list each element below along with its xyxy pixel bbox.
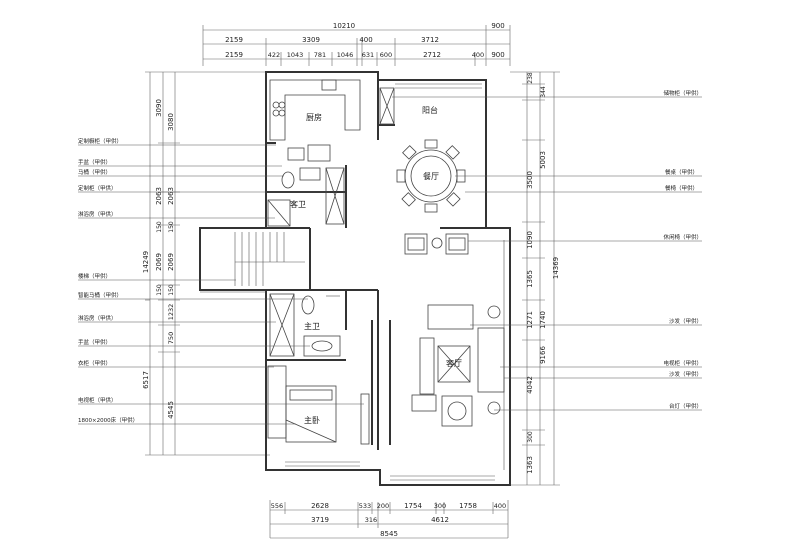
dim-bottom-1-6: 1758 (459, 502, 477, 510)
dim-bottom-2-1: 316 (365, 516, 377, 524)
dim-left-outer-0: 14249 (142, 251, 150, 273)
left-leaders: 定制橱柜（甲供） 手盆（甲供） 马桶（甲供） 定制柜（甲供） 淋浴房（甲供） 楼… (78, 137, 364, 425)
dim-top-3-9: 900 (491, 51, 504, 59)
dim-top-3-6: 600 (380, 51, 392, 59)
dim-right-inner-3: 3500 (526, 171, 534, 189)
dim-right-inner-5: 1365 (526, 270, 534, 288)
dim-left-mid-2: 150 (156, 221, 163, 233)
dim-bottom-2-2: 4612 (431, 516, 449, 524)
label-storage-cabinet: 储物柜（甲供） (663, 89, 702, 97)
dim-bottom-overall: 8545 (380, 530, 398, 538)
dim-right-inner-6: 1271 (526, 311, 534, 329)
dim-left-inner-0: 3080 (167, 113, 175, 131)
room-living: 客厅 (446, 358, 462, 368)
room-dining: 餐厅 (423, 172, 439, 181)
dim-bottom-1-3: 200 (377, 502, 389, 510)
dim-left-outer-1: 6517 (142, 371, 150, 389)
dim-bottom-1-4: 1754 (404, 502, 422, 510)
right-dimensions: 238 344 5003 3500 1090 1365 1271 1740 40… (510, 71, 560, 486)
dim-right-inner-10: 1363 (526, 456, 534, 474)
window-lines (200, 83, 505, 481)
bottom-dimensions: 556 2628 533 200 1754 300 1758 400 3719 … (269, 500, 509, 539)
dim-top-2-3: 3712 (421, 36, 439, 44)
label-table-lamp: 台灯（甲供） (669, 402, 702, 410)
dim-right-inner-2: 5003 (539, 151, 547, 169)
label-custom-cabinet-2: 定制柜（甲供） (78, 184, 117, 192)
label-wardrobe: 衣柜（甲供） (78, 359, 111, 367)
label-sofa-2: 沙发（甲供） (669, 370, 702, 378)
dim-right-outer-1: 9166 (539, 346, 547, 364)
label-toilet: 马桶（甲供） (78, 168, 111, 176)
dim-left-mid-4: 150 (156, 284, 163, 296)
dim-top-3-3: 781 (314, 51, 326, 59)
dim-right-inner-1: 344 (540, 86, 547, 98)
label-smart-toilet: 智能马桶（甲供） (78, 291, 122, 299)
label-basin-2: 手盆（甲供） (78, 338, 111, 346)
dim-right-inner-9: 300 (527, 431, 534, 443)
dim-bottom-1-1: 2628 (311, 502, 329, 510)
dim-left-inner-6: 750 (167, 332, 175, 344)
dim-top-3-5: 631 (362, 51, 374, 59)
label-shower-1: 淋浴房（甲供） (78, 210, 117, 218)
dim-left-inner-2: 150 (168, 221, 175, 233)
dim-bottom-1-5: 300 (434, 502, 446, 510)
label-basin-1: 手盆（甲供） (78, 158, 111, 166)
dim-bottom-1-7: 400 (494, 502, 506, 510)
dim-top-3-1: 422 (268, 51, 280, 59)
dim-overall-right: 900 (491, 22, 504, 30)
top-dimensions: 10210 900 2159 3309 400 3712 2159 422 10… (202, 22, 511, 66)
dim-top-3-0: 2159 (225, 51, 243, 59)
dim-left-inner-5: 1232 (167, 304, 175, 321)
dim-right-inner-0: 238 (527, 72, 534, 84)
label-leisure-chair: 休闲椅（甲供） (663, 233, 702, 241)
room-master-bedroom: 主卧 (304, 415, 320, 425)
dim-top-2-0: 2159 (225, 36, 243, 44)
label-stairs: 楼梯（甲供） (78, 272, 111, 280)
left-dimensions: 14249 6517 3090 2063 150 2069 150 3080 2… (142, 71, 270, 456)
label-shower-2: 淋浴房（甲供） (78, 314, 117, 322)
label-sofa-1: 沙发（甲供） (669, 317, 702, 325)
dim-right-inner-8: 4042 (526, 376, 534, 394)
dim-left-mid-1: 2063 (155, 187, 163, 205)
dim-top-3-4: 1046 (337, 51, 354, 59)
dim-right-inner-4: 1090 (526, 231, 534, 249)
room-balcony: 阳台 (422, 105, 438, 115)
room-labels: 厨房 阳台 餐厅 客卫 主卫 客厅 主卧 (290, 105, 462, 425)
dim-left-inner-7: 4545 (167, 401, 175, 419)
label-bed: 1800×2000床（甲供） (78, 416, 138, 424)
dim-left-inner-1: 2063 (167, 187, 175, 205)
label-dining-table: 餐桌（甲供） (665, 168, 698, 176)
dim-bottom-2-0: 3719 (311, 516, 329, 524)
dim-top-3-2: 1043 (287, 51, 304, 59)
dim-bottom-1-0: 556 (271, 502, 283, 510)
dim-top-2-1: 3309 (302, 36, 320, 44)
dim-right-inner-7: 1740 (539, 311, 547, 329)
walls (199, 71, 511, 486)
dim-left-mid-3: 2069 (155, 253, 163, 271)
dim-top-2-2: 400 (359, 36, 372, 44)
furniture (234, 79, 505, 445)
dim-top-3-7: 2712 (423, 51, 441, 59)
dim-right-outer-0: 14369 (552, 257, 560, 279)
dim-left-inner-4: 150 (168, 284, 175, 296)
room-master-bath: 主卫 (304, 321, 320, 331)
dim-left-mid-0: 3090 (155, 99, 163, 117)
dim-bottom-1-2: 533 (359, 502, 371, 510)
label-tv-cabinet-left: 电视柜（甲供） (78, 396, 117, 404)
room-guest-bath: 客卫 (290, 199, 306, 209)
right-leaders: 储物柜（甲供） 餐桌（甲供） 餐椅（甲供） 休闲椅（甲供） 沙发（甲供） 电视柜… (392, 89, 702, 411)
dim-overall: 10210 (333, 22, 355, 30)
label-custom-cabinet: 定制橱柜（甲供） (78, 137, 122, 145)
room-kitchen: 厨房 (306, 112, 322, 122)
label-tv-cabinet-right: 电视柜（甲供） (663, 359, 702, 367)
dim-top-3-8: 400 (472, 51, 484, 59)
dim-left-inner-3: 2069 (167, 253, 175, 271)
label-dining-chair: 餐椅（甲供） (665, 184, 698, 192)
